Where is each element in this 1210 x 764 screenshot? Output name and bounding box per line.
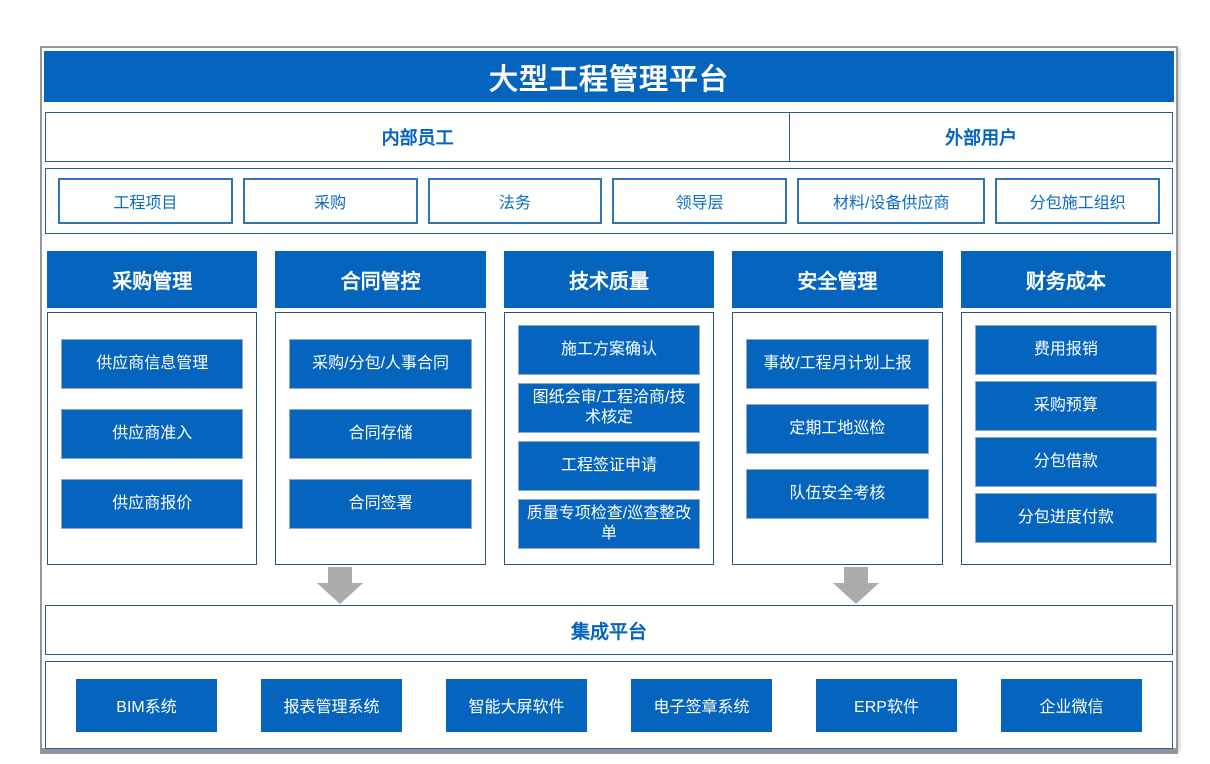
down-arrow-head <box>833 583 879 604</box>
module-item-box: 分包进度付款 <box>974 493 1158 543</box>
module-item-box: 定期工地巡检 <box>746 404 929 454</box>
module-column: 财务成本 费用报销采购预算分包借款分包进度付款 <box>960 251 1172 565</box>
module-item-box: 采购预算 <box>974 381 1158 431</box>
module-item-group: 采购/分包/人事合同合同存储合同签署 <box>275 312 486 565</box>
modules-row: 采购管理 供应商信息管理供应商准入供应商报价 合同管控 采购/分包/人事合同合同… <box>47 251 1172 565</box>
module-item-box: 施工方案确认 <box>517 325 701 375</box>
user-group-internal: 内部员工 <box>381 128 454 148</box>
module-item-box: 合同签署 <box>289 479 472 529</box>
module-item-box: 质量专项检查/巡查整改单 <box>517 499 701 549</box>
module-column: 安全管理 事故/工程月计划上报定期工地巡检队伍安全考核 <box>732 251 943 565</box>
module-item-group: 施工方案确认图纸会审/工程洽商/技术核定工程签证申请质量专项检查/巡查整改单 <box>503 312 715 565</box>
role-box: 材料/设备供应商 <box>797 178 986 224</box>
system-box: 报表管理系统 <box>261 678 402 732</box>
module-header: 安全管理 <box>732 251 943 308</box>
user-groups-row: 内部员工 外部用户 <box>45 112 1173 162</box>
module-item-box: 供应商准入 <box>61 409 244 459</box>
down-arrow-shaft <box>328 567 352 583</box>
module-header: 采购管理 <box>47 251 258 308</box>
arrow-strip <box>44 565 1174 605</box>
integration-platform-bar: 集成平台 <box>45 605 1173 655</box>
module-header: 技术质量 <box>503 251 715 308</box>
down-arrow-icon <box>833 567 879 604</box>
role-box: 分包施工组织 <box>995 178 1160 224</box>
module-header: 合同管控 <box>275 251 486 308</box>
roles-row: 工程项目采购法务领导层材料/设备供应商分包施工组织 <box>45 168 1173 234</box>
module-column: 合同管控 采购/分包/人事合同合同存储合同签署 <box>275 251 486 565</box>
module-item-group: 供应商信息管理供应商准入供应商报价 <box>47 312 258 565</box>
role-box: 工程项目 <box>58 178 233 224</box>
down-arrow-head <box>317 583 363 604</box>
systems-row: BIM系统报表管理系统智能大屏软件电子签章系统 ERP软件企业微信 <box>45 661 1173 749</box>
system-box: 企业微信 <box>1001 678 1142 732</box>
module-item-box: 费用报销 <box>974 325 1158 375</box>
module-item-box: 供应商信息管理 <box>61 339 244 389</box>
system-box: 智能大屏软件 <box>446 678 587 732</box>
module-item-box: 采购/分包/人事合同 <box>289 339 472 389</box>
integration-platform-label: 集成平台 <box>570 621 647 643</box>
page-title: 大型工程管理平台 <box>44 51 1174 102</box>
module-item-box: 图纸会审/工程洽商/技术核定 <box>517 383 701 433</box>
module-item-box: 合同存储 <box>289 409 472 459</box>
down-arrow-shaft <box>844 567 868 583</box>
role-box: 采购 <box>242 178 418 224</box>
role-box: 领导层 <box>612 178 788 224</box>
platform-frame: 大型工程管理平台 内部员工 外部用户 工程项目采购法务领导层材料/设备供应商分包… <box>40 46 1178 750</box>
user-group-external: 外部用户 <box>789 113 1172 161</box>
system-box: 电子签章系统 <box>631 678 772 732</box>
module-item-box: 队伍安全考核 <box>746 469 929 519</box>
down-arrow-icon <box>317 567 363 604</box>
module-item-group: 事故/工程月计划上报定期工地巡检队伍安全考核 <box>732 312 943 565</box>
module-item-box: 分包借款 <box>974 437 1158 487</box>
system-box: BIM系统 <box>76 678 217 732</box>
module-column: 采购管理 供应商信息管理供应商准入供应商报价 <box>47 251 258 565</box>
role-box: 法务 <box>427 178 603 224</box>
module-column: 技术质量 施工方案确认图纸会审/工程洽商/技术核定工程签证申请质量专项检查/巡查… <box>503 251 715 565</box>
module-item-box: 工程签证申请 <box>517 441 701 491</box>
module-item-group: 费用报销采购预算分包借款分包进度付款 <box>960 312 1172 565</box>
system-box: ERP软件 <box>816 678 957 732</box>
module-item-box: 供应商报价 <box>61 479 244 529</box>
module-header: 财务成本 <box>960 251 1172 308</box>
module-item-box: 事故/工程月计划上报 <box>746 339 929 389</box>
